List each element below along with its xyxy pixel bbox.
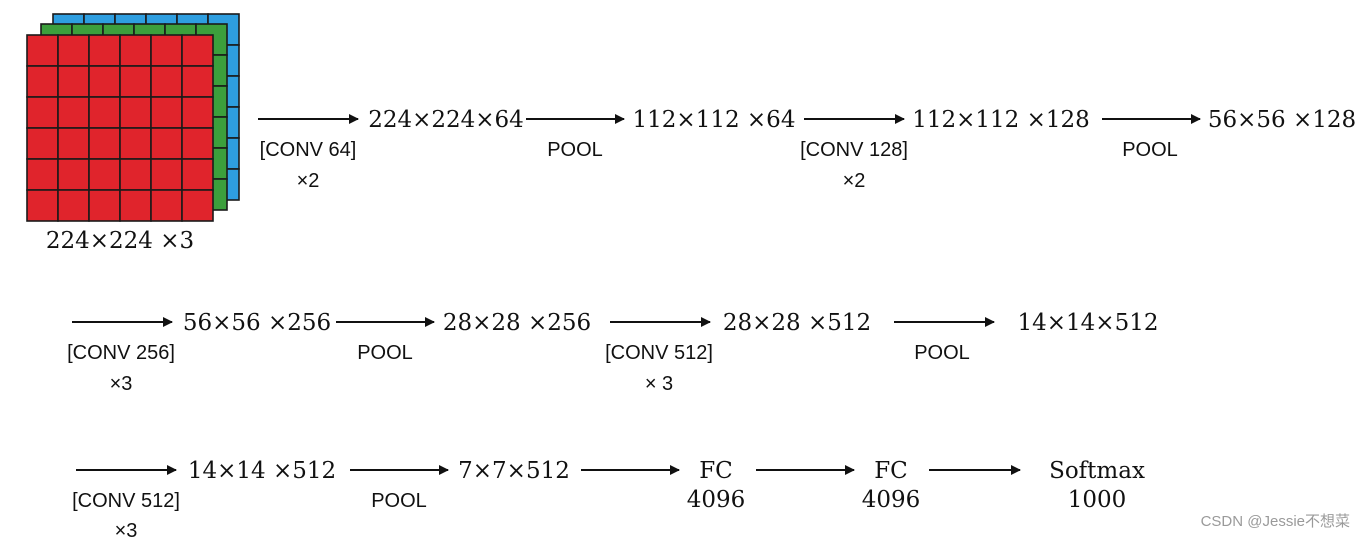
red-channel-cell [26,158,59,191]
red-channel-cell [26,34,59,67]
shape-56x56x256: 56×56 ×256 [183,310,331,336]
red-channel-cell [119,189,152,222]
red-channel-cell [57,158,90,191]
fc1-size: 4096 [687,487,746,513]
conv256-repeat: ×3 [110,373,133,395]
red-channel-cell [181,127,214,160]
red-channel-cell [57,127,90,160]
red-channel-cell [57,189,90,222]
pool5-label: POOL [371,490,427,512]
fc2-label: FC [874,458,908,484]
red-channel-cell [88,65,121,98]
conv64-repeat: ×2 [297,170,320,192]
red-channel-cell [181,96,214,129]
red-channel-cell [88,96,121,129]
conv512-repeat-row2: × 3 [645,373,673,395]
conv512-repeat-row3: ×3 [115,520,138,539]
red-channel-cell [26,65,59,98]
red-channel-cell [57,96,90,129]
red-channel-cell [150,65,183,98]
conv128-label: [CONV 128] [800,139,908,161]
red-channel-cell [119,96,152,129]
red-channel-cell [57,65,90,98]
red-channel-cell [150,96,183,129]
shape-56x56x128: 56×56 ×128 [1208,107,1356,133]
red-channel-cell [88,127,121,160]
softmax-size: 1000 [1068,487,1127,513]
pool4-label: POOL [914,342,970,364]
input-image-stack [26,13,240,222]
red-channel-cell [150,34,183,67]
red-channel-cell [119,158,152,191]
red-channel-cell [26,127,59,160]
shape-7x7x512: 7×7×512 [458,458,570,484]
red-channel-cell [150,158,183,191]
red-channel-cell [181,158,214,191]
shape-14x14x512-a: 14×14×512 [1018,310,1159,336]
fc1-label: FC [699,458,733,484]
red-channel-cell [26,96,59,129]
conv512-label-row2: [CONV 512] [605,342,713,364]
red-channel-cell [26,189,59,222]
pool2-label: POOL [1122,139,1178,161]
red-channel-grid [26,34,214,222]
shape-28x28x256: 28×28 ×256 [443,310,591,336]
shape-112x112x128: 112×112 ×128 [912,107,1090,133]
red-channel-cell [88,158,121,191]
shape-112x112x64: 112×112 ×64 [633,107,796,133]
shape-14x14x512-b: 14×14 ×512 [188,458,336,484]
red-channel-cell [150,127,183,160]
pool1-label: POOL [547,139,603,161]
red-channel-cell [119,127,152,160]
conv128-repeat: ×2 [843,170,866,192]
conv64-label: [CONV 64] [260,139,357,161]
softmax-label: Softmax [1049,458,1145,484]
pool3-label: POOL [357,342,413,364]
conv256-label: [CONV 256] [67,342,175,364]
red-channel-cell [88,189,121,222]
csdn-watermark: CSDN @Jessie不想菜 [1201,513,1350,530]
input-shape-label: 224×224 ×3 [46,228,194,254]
red-channel-cell [119,34,152,67]
red-channel-cell [88,34,121,67]
red-channel-cell [57,34,90,67]
red-channel-cell [181,34,214,67]
red-channel-cell [181,65,214,98]
fc2-size: 4096 [862,487,921,513]
shape-224x224x64: 224×224×64 [368,107,524,133]
red-channel-cell [150,189,183,222]
shape-28x28x512: 28×28 ×512 [723,310,871,336]
red-channel-cell [181,189,214,222]
conv512-label-row3: [CONV 512] [72,490,180,512]
red-channel-cell [119,65,152,98]
